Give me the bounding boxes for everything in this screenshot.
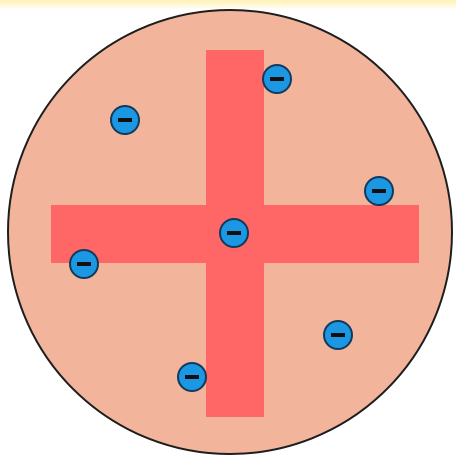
minus-sign	[270, 77, 284, 81]
electron	[178, 363, 206, 391]
electron	[70, 250, 98, 278]
minus-sign	[185, 375, 199, 379]
minus-sign	[372, 189, 386, 193]
minus-sign	[331, 333, 345, 337]
minus-sign	[77, 262, 91, 266]
minus-sign	[227, 231, 241, 235]
electron	[324, 321, 352, 349]
minus-sign	[118, 118, 132, 122]
electron	[263, 65, 291, 93]
electron	[111, 106, 139, 134]
electron	[365, 177, 393, 205]
electron	[220, 219, 248, 247]
